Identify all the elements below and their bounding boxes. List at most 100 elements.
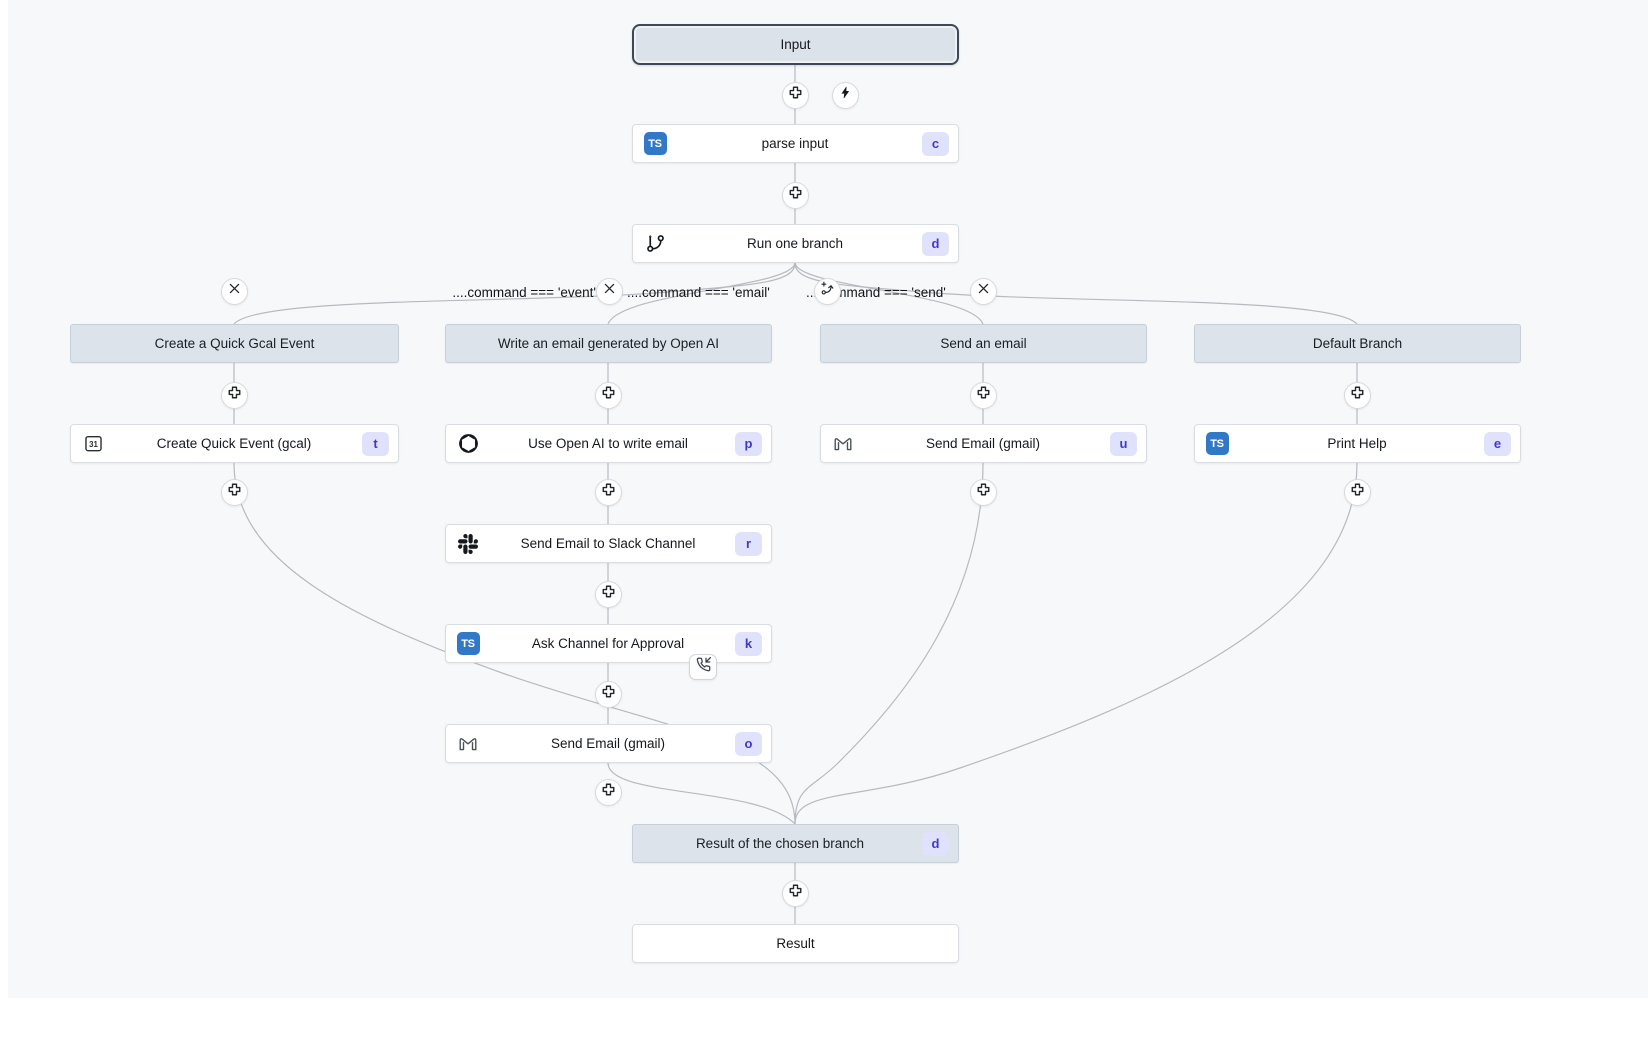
node-use-openai[interactable]: Use Open AI to write email p [445, 424, 772, 463]
insert-step-button[interactable] [781, 181, 809, 209]
close-icon [977, 282, 990, 300]
branch-condition-label: ....command === 'send' [806, 285, 946, 300]
insert-step-button[interactable] [1343, 381, 1371, 409]
node-label: Result of the chosen branch [695, 836, 865, 851]
branch-header-label: Write an email generated by Open AI [497, 336, 720, 351]
node-send-email-slack[interactable]: Send Email to Slack Channel r [445, 524, 772, 563]
typescript-icon: TS [642, 132, 668, 155]
branch-condition-label: ....command === 'email' [627, 285, 770, 300]
trigger-button[interactable] [831, 81, 859, 109]
branch-header-send-email[interactable]: Send an email [820, 324, 1147, 363]
insert-step-button[interactable] [1343, 478, 1371, 506]
node-send-email-gmail-branch2[interactable]: Send Email (gmail) o [445, 724, 772, 763]
edge [233, 262, 796, 325]
bolt-icon [839, 86, 852, 104]
step-id-badge: k [735, 631, 762, 656]
delete-branch-button[interactable] [220, 277, 248, 305]
insert-step-button[interactable] [594, 680, 622, 708]
node-label: Ask Channel for Approval [531, 636, 685, 651]
plus-icon [1350, 385, 1365, 405]
edge [794, 262, 984, 325]
edge [794, 462, 984, 825]
insert-step-button[interactable] [969, 478, 997, 506]
node-label: Result [776, 936, 815, 951]
branch-condition-label: ....command === 'event' [452, 285, 596, 300]
step-id-badge: e [1484, 431, 1511, 456]
edge [607, 262, 796, 325]
node-print-help[interactable]: TS Print Help e [1194, 424, 1521, 463]
step-id-badge: o [735, 731, 762, 756]
svg-text:31: 31 [89, 440, 98, 449]
close-icon [228, 282, 241, 300]
plus-icon [601, 385, 616, 405]
branch-header-gcal[interactable]: Create a Quick Gcal Event [70, 324, 399, 363]
node-flow-result[interactable]: Result [632, 924, 959, 963]
edge [607, 762, 796, 825]
step-id-badge: p [735, 431, 762, 456]
openai-icon [455, 433, 481, 454]
delete-branch-button[interactable] [969, 277, 997, 305]
insert-step-button[interactable] [220, 478, 248, 506]
branch-header-label: Default Branch [1312, 336, 1403, 351]
insert-step-button[interactable] [220, 381, 248, 409]
plus-icon [601, 782, 616, 802]
plus-icon [788, 185, 803, 205]
plus-icon [227, 482, 242, 502]
step-id-badge: r [735, 531, 762, 556]
branch-header-openai[interactable]: Write an email generated by Open AI [445, 324, 772, 363]
gmail-icon [830, 433, 856, 455]
edge [794, 462, 1358, 825]
plus-icon [1350, 482, 1365, 502]
gmail-icon [455, 733, 481, 755]
step-id-badge: c [922, 131, 949, 156]
plus-icon [788, 85, 803, 105]
plus-icon [227, 385, 242, 405]
git-branch-icon [642, 233, 668, 254]
node-label: Input [780, 37, 811, 52]
canvas-gutter-bottom [0, 998, 1648, 1048]
canvas-gutter-left [0, 0, 8, 1048]
plus-icon [976, 385, 991, 405]
insert-step-button[interactable] [594, 778, 622, 806]
node-label: Print Help [1327, 436, 1387, 451]
node-create-quick-event[interactable]: 31 Create Quick Event (gcal) t [70, 424, 399, 463]
plus-icon [976, 482, 991, 502]
branch-header-default[interactable]: Default Branch [1194, 324, 1521, 363]
node-label: Send Email to Slack Channel [520, 536, 696, 551]
typescript-icon: TS [455, 632, 481, 655]
plus-icon [601, 584, 616, 604]
node-parse-input[interactable]: TS parse input c [632, 124, 959, 163]
node-send-email-gmail-branch3[interactable]: Send Email (gmail) u [820, 424, 1147, 463]
add-branch-button[interactable] [813, 277, 841, 305]
insert-step-button[interactable] [594, 580, 622, 608]
insert-step-button[interactable] [969, 381, 997, 409]
insert-step-button[interactable] [781, 879, 809, 907]
node-ask-channel-approval[interactable]: TS Ask Channel for Approval k [445, 624, 772, 663]
slack-icon [455, 533, 481, 554]
node-label: Send Email (gmail) [550, 736, 666, 751]
add-branch-icon [820, 281, 835, 301]
node-run-one-branch[interactable]: Run one branch d [632, 224, 959, 263]
node-label: Create Quick Event (gcal) [156, 436, 312, 451]
node-flow-input[interactable]: Input [632, 24, 959, 65]
typescript-icon: TS [1204, 432, 1230, 455]
node-branch-result[interactable]: Result of the chosen branch d [632, 824, 959, 863]
branch-header-label: Create a Quick Gcal Event [154, 336, 315, 351]
step-id-badge: d [922, 231, 949, 256]
delete-branch-button[interactable] [595, 277, 623, 305]
phone-incoming-icon [696, 657, 711, 677]
insert-step-button[interactable] [594, 381, 622, 409]
close-icon [603, 282, 616, 300]
node-label: parse input [761, 136, 829, 151]
plus-icon [788, 883, 803, 903]
insert-step-button[interactable] [594, 478, 622, 506]
step-id-badge: t [362, 431, 389, 456]
insert-step-button[interactable] [781, 81, 809, 109]
node-label: Use Open AI to write email [528, 436, 688, 451]
branch-header-label: Send an email [940, 336, 1027, 351]
node-label: Send Email (gmail) [925, 436, 1041, 451]
approval-suspend-badge [689, 654, 717, 680]
node-label: Run one branch [746, 236, 844, 251]
plus-icon [601, 482, 616, 502]
